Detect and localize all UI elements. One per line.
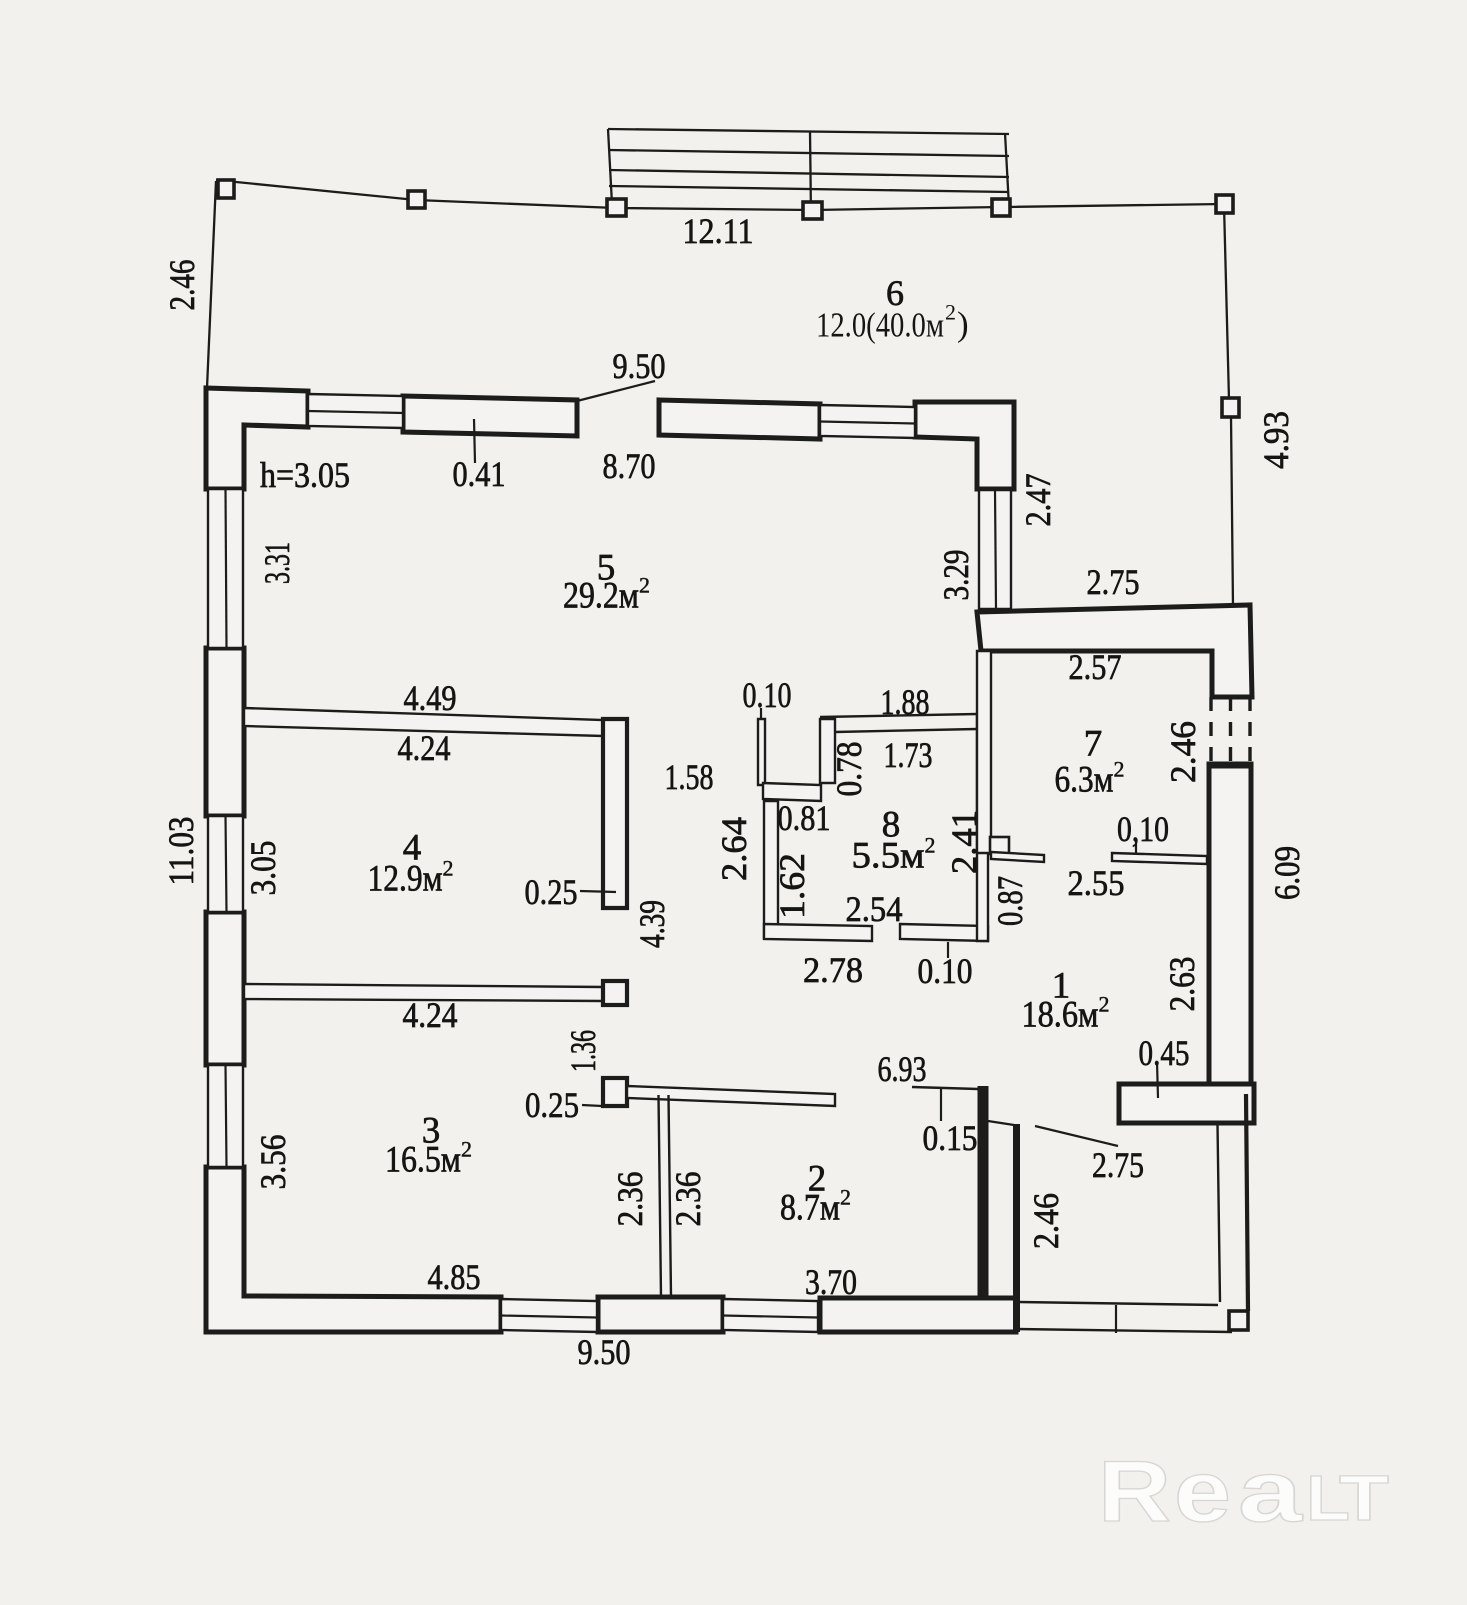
svg-text:2.36: 2.36 [668,1172,708,1227]
svg-text:2.41: 2.41 [944,810,984,874]
svg-text:1: 1 [1052,966,1071,1007]
svg-text:4.24: 4.24 [403,995,458,1035]
svg-text:4.49: 4.49 [404,678,457,718]
svg-text:2.57: 2.57 [1069,647,1122,687]
svg-text:0.81: 0.81 [778,798,831,838]
svg-text:6: 6 [886,273,904,313]
svg-text:5.5м: 5.5м [852,836,925,877]
svg-text:1.58: 1.58 [665,757,714,797]
svg-text:0.10: 0.10 [918,951,973,991]
svg-text:18.6м: 18.6м [1022,995,1099,1036]
svg-text:4.85: 4.85 [428,1257,481,1297]
svg-text:2.46: 2.46 [162,260,202,311]
svg-text:a: a [1238,1444,1304,1540]
svg-text:2: 2 [925,833,936,858]
svg-text:11.03: 11.03 [161,817,201,886]
svg-text:6.3м: 6.3м [1055,760,1114,801]
svg-text:0,10: 0,10 [1117,809,1169,849]
svg-text:e: e [1174,1444,1231,1540]
svg-text:3.29: 3.29 [936,550,976,601]
svg-text:6.09: 6.09 [1267,846,1307,900]
svg-text:0.78: 0.78 [829,742,869,797]
svg-text:2: 2 [1099,992,1110,1017]
svg-text:2.63: 2.63 [1162,957,1202,1012]
svg-text:8: 8 [882,805,901,846]
svg-text:5: 5 [597,548,616,589]
svg-text:29.2м: 29.2м [563,576,639,617]
svg-text:4.93: 4.93 [1256,411,1296,469]
svg-text:2: 2 [639,573,650,598]
svg-text:3.05: 3.05 [243,841,283,896]
svg-text:2: 2 [461,1137,472,1162]
svg-text:7: 7 [1084,724,1103,765]
svg-text:4.24: 4.24 [398,728,451,768]
svg-text:9.50: 9.50 [613,346,666,386]
svg-text:0.25: 0.25 [525,1085,579,1125]
svg-text:16.5м: 16.5м [385,1140,461,1181]
svg-text:2.75: 2.75 [1087,562,1140,602]
svg-text:2.64: 2.64 [714,817,754,881]
svg-text:2.47: 2.47 [1018,474,1058,527]
svg-text:2.75: 2.75 [1092,1145,1144,1185]
svg-text:2: 2 [443,856,454,881]
svg-text:2: 2 [840,1185,851,1210]
svg-text:2.55: 2.55 [1068,863,1125,903]
svg-text:0.15: 0.15 [923,1118,978,1158]
svg-text:4.39: 4.39 [632,900,672,948]
svg-text:2.46: 2.46 [1163,721,1203,783]
svg-text:3: 3 [422,1111,441,1152]
svg-text:0.41: 0.41 [453,454,506,494]
svg-text:T: T [1339,1462,1389,1534]
svg-text:0.87: 0.87 [990,876,1030,926]
svg-text:12.11: 12.11 [683,211,754,251]
svg-text:2.36: 2.36 [610,1172,650,1227]
svg-text:2: 2 [808,1159,827,1200]
svg-text:3.56: 3.56 [253,1135,293,1190]
svg-text:12.0(40.0м: 12.0(40.0м [816,306,944,345]
svg-text:2: 2 [945,300,956,325]
svg-text:L: L [1306,1462,1350,1534]
svg-text:1.73: 1.73 [884,735,933,775]
svg-text:2: 2 [1114,757,1125,782]
svg-text:): ) [957,305,969,344]
svg-text:4: 4 [403,828,422,869]
svg-text:h=3.05: h=3.05 [260,455,350,495]
svg-text:0.25: 0.25 [525,872,578,912]
svg-text:1.36: 1.36 [563,1030,603,1072]
svg-text:1.62: 1.62 [772,853,812,919]
svg-text:2.54: 2.54 [846,889,903,929]
svg-text:3.31: 3.31 [257,542,297,584]
svg-text:8.7м: 8.7м [780,1188,840,1229]
svg-text:8.70: 8.70 [603,446,656,486]
svg-text:3.70: 3.70 [805,1262,857,1302]
svg-text:1.88: 1.88 [881,682,930,722]
svg-text:0.45: 0.45 [1139,1033,1190,1073]
svg-text:9.50: 9.50 [578,1332,631,1372]
svg-text:R: R [1098,1444,1171,1540]
svg-text:12.9м: 12.9м [368,859,443,900]
svg-text:2.46: 2.46 [1026,1193,1066,1249]
svg-text:6.93: 6.93 [878,1049,927,1089]
svg-text:2.78: 2.78 [803,950,863,990]
svg-text:0.10: 0.10 [743,675,792,715]
